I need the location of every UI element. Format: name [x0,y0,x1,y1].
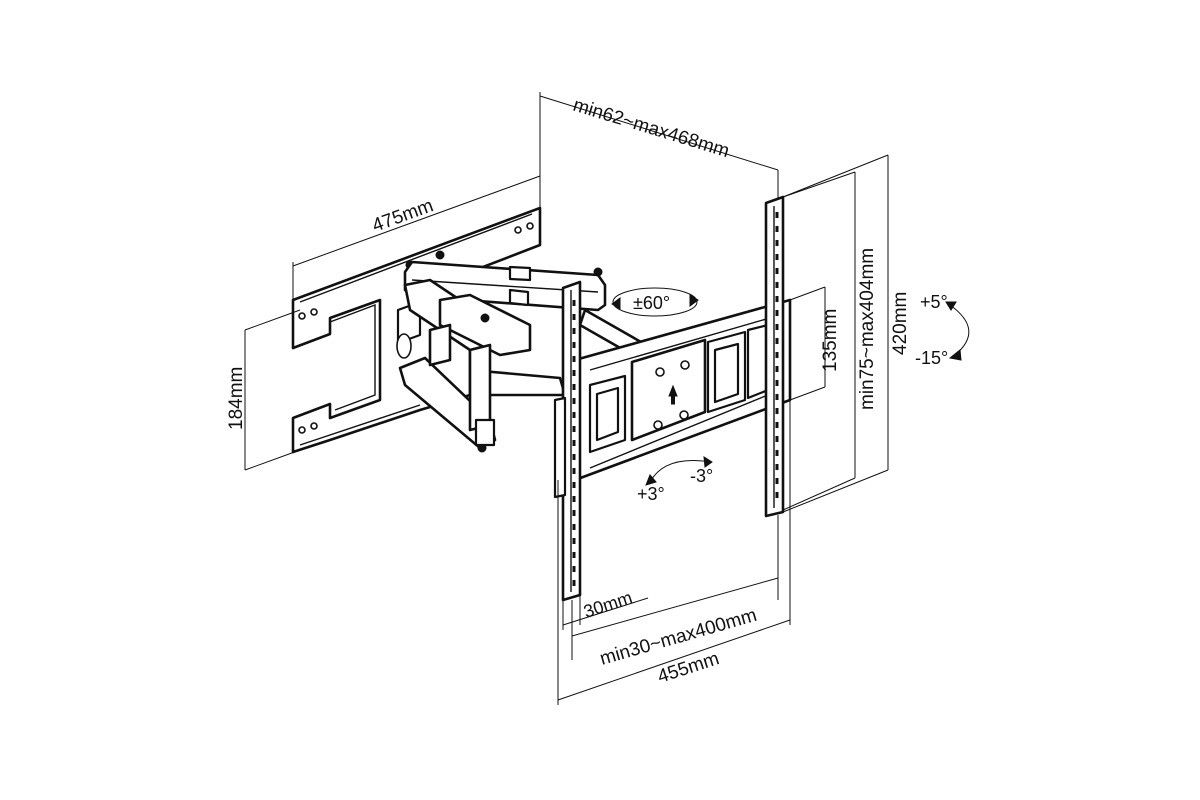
rail-width-label: 30mm [581,587,635,621]
rail-slot [775,296,779,302]
rail-slot [775,338,779,344]
rail-slots [572,212,779,586]
rail-slot [775,254,779,260]
swivel-angle-label: ±60° [633,293,670,313]
rail-slot [775,212,779,218]
rail-slot [775,310,779,316]
arm-length-label: 475mm [370,195,437,236]
rail-slot [572,580,576,586]
rail-slot [572,384,576,390]
rail-slot [775,478,779,484]
rail-slot [572,356,576,362]
rail-slot [775,268,779,274]
articulating-arms [398,260,657,453]
rail-slot [775,408,779,414]
rail-slot [775,492,779,498]
rail-slot [775,380,779,386]
rail-spacing-label: 135mm [820,309,841,372]
dimension-lines [244,92,889,705]
tilt-down-label: -15° [915,348,948,368]
rail-slot [572,328,576,334]
rail-slot [572,342,576,348]
rotation-minus-label: -3° [690,466,713,486]
rail-slot [775,324,779,330]
rail-slot [775,352,779,358]
rail-slot [572,300,576,306]
rail-slot [572,440,576,446]
rotation-plus-label: +3° [637,484,665,504]
rail-slot [775,240,779,246]
rail-slot [775,464,779,470]
rail-slot [572,496,576,502]
rail-slot [572,426,576,432]
rail-slot [572,314,576,320]
rail-slot [572,412,576,418]
tv-bracket [553,195,792,602]
wall-plate [291,206,542,454]
rail-slot [572,482,576,488]
tilt-up-label: +5° [920,292,948,312]
bracket-width-label: 455mm [655,648,722,688]
depth-label: min62~max468mm [571,95,732,162]
rail-slot [775,226,779,232]
rail-slot [572,566,576,572]
rail-slot [775,366,779,372]
vesa-vertical-label: min75~max404mm [857,248,878,410]
rail-slot [572,552,576,558]
wall-plate-height-label: 184mm [226,367,247,430]
rail-slot [572,468,576,474]
rail-slot [775,282,779,288]
rail-slot [572,370,576,376]
rail-slot [775,436,779,442]
rail-slot [775,394,779,400]
bracket-height-label: 420mm [890,292,911,355]
rail-slot [572,538,576,544]
rail-slot [572,398,576,404]
rail-slot [572,524,576,530]
rail-slot [572,454,576,460]
rail-slot [775,450,779,456]
rail-slot [572,510,576,516]
angle-indicators [611,287,970,486]
rail-slot [775,422,779,428]
